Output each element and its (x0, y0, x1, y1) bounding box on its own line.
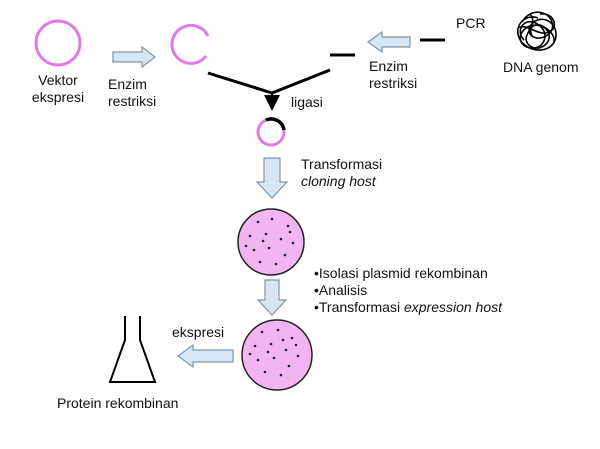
colony-dot (276, 328, 280, 332)
colony-dot (294, 343, 298, 347)
colony-dot (296, 354, 300, 358)
colony-dot (284, 348, 288, 352)
colony-dot (260, 330, 264, 334)
colony-dot (286, 224, 290, 228)
colony-dot (272, 356, 276, 360)
transformasi-line1: Transformasi (301, 156, 383, 172)
vektor-label-line2: ekspresi (31, 89, 85, 105)
step-transformasi: •Transformasi expression host (314, 299, 502, 316)
colony-dot (274, 262, 278, 266)
arrow-right-1-icon (112, 45, 156, 69)
colony-dot (248, 352, 252, 356)
enzim-left-line2: restriksi (108, 93, 157, 109)
arrow-left-1-icon (366, 30, 411, 54)
enzim-left-line1: Enzim (108, 76, 147, 92)
enzim-right-line1: Enzim (369, 58, 408, 74)
colony-dot (279, 237, 283, 241)
ekspresi-label: ekspresi (172, 324, 225, 340)
dna-genom-icon (517, 11, 557, 51)
colony-dot (252, 248, 256, 252)
ligation-line-right (271, 68, 331, 95)
enzim-left-label: Enzim restriksi (108, 76, 156, 110)
steps-list: •Isolasi plasmid rekombinan •Analisis •T… (314, 265, 502, 316)
cut-plasmid-icon (170, 23, 210, 65)
step-analisis: •Analisis (314, 282, 368, 298)
colony-dot (269, 342, 273, 346)
cloning-host-line: cloning host (301, 173, 376, 189)
arrow-down-2-icon (256, 279, 288, 316)
transformasi-label: Transformasi cloning host (301, 156, 382, 190)
colony-dot (288, 230, 292, 234)
colony-dot (267, 246, 271, 250)
step-isolasi: •Isolasi plasmid rekombinan (314, 265, 488, 281)
flask-icon (108, 316, 157, 383)
colony-dot (283, 253, 287, 257)
colony-dot (287, 364, 291, 368)
step-transformasi-prefix: •Transformasi (314, 299, 404, 315)
colony-dot (263, 370, 267, 374)
colony-dot (266, 350, 270, 354)
arrow-left-2-icon (176, 343, 234, 369)
colony-dot (261, 239, 265, 243)
colony-dot (256, 220, 260, 224)
colony-dot (290, 336, 294, 340)
recombinant-plasmid-icon (256, 117, 286, 147)
colony-dot (279, 373, 283, 377)
colony-dot (253, 344, 257, 348)
petri-dish-1-icon (237, 208, 305, 276)
vektor-label: Vektor ekspresi (18, 72, 98, 106)
ligation-line-left (207, 71, 273, 95)
step-transformasi-italic: expression host (403, 299, 503, 315)
colony-dot (256, 358, 260, 362)
pcr-label: PCR (456, 15, 486, 31)
ligasi-label: ligasi (291, 94, 323, 110)
dna-genom-label: DNA genom (503, 59, 579, 75)
colony-dot (270, 217, 274, 221)
colony-dot (244, 244, 248, 248)
protein-label: Protein rekombinan (57, 395, 179, 411)
colony-dot (264, 232, 268, 236)
colony-dot (248, 234, 252, 238)
vector-plasmid-icon (34, 19, 82, 67)
petri-dish-2-icon (241, 319, 313, 391)
enzim-right-label: Enzim restriksi (369, 58, 417, 92)
colony-dot (291, 241, 295, 245)
colony-dot (281, 338, 285, 342)
enzim-right-line2: restriksi (369, 75, 418, 91)
colony-dot (258, 260, 262, 264)
vektor-label-line1: Vektor (38, 72, 78, 88)
arrow-down-1-icon (255, 157, 289, 199)
